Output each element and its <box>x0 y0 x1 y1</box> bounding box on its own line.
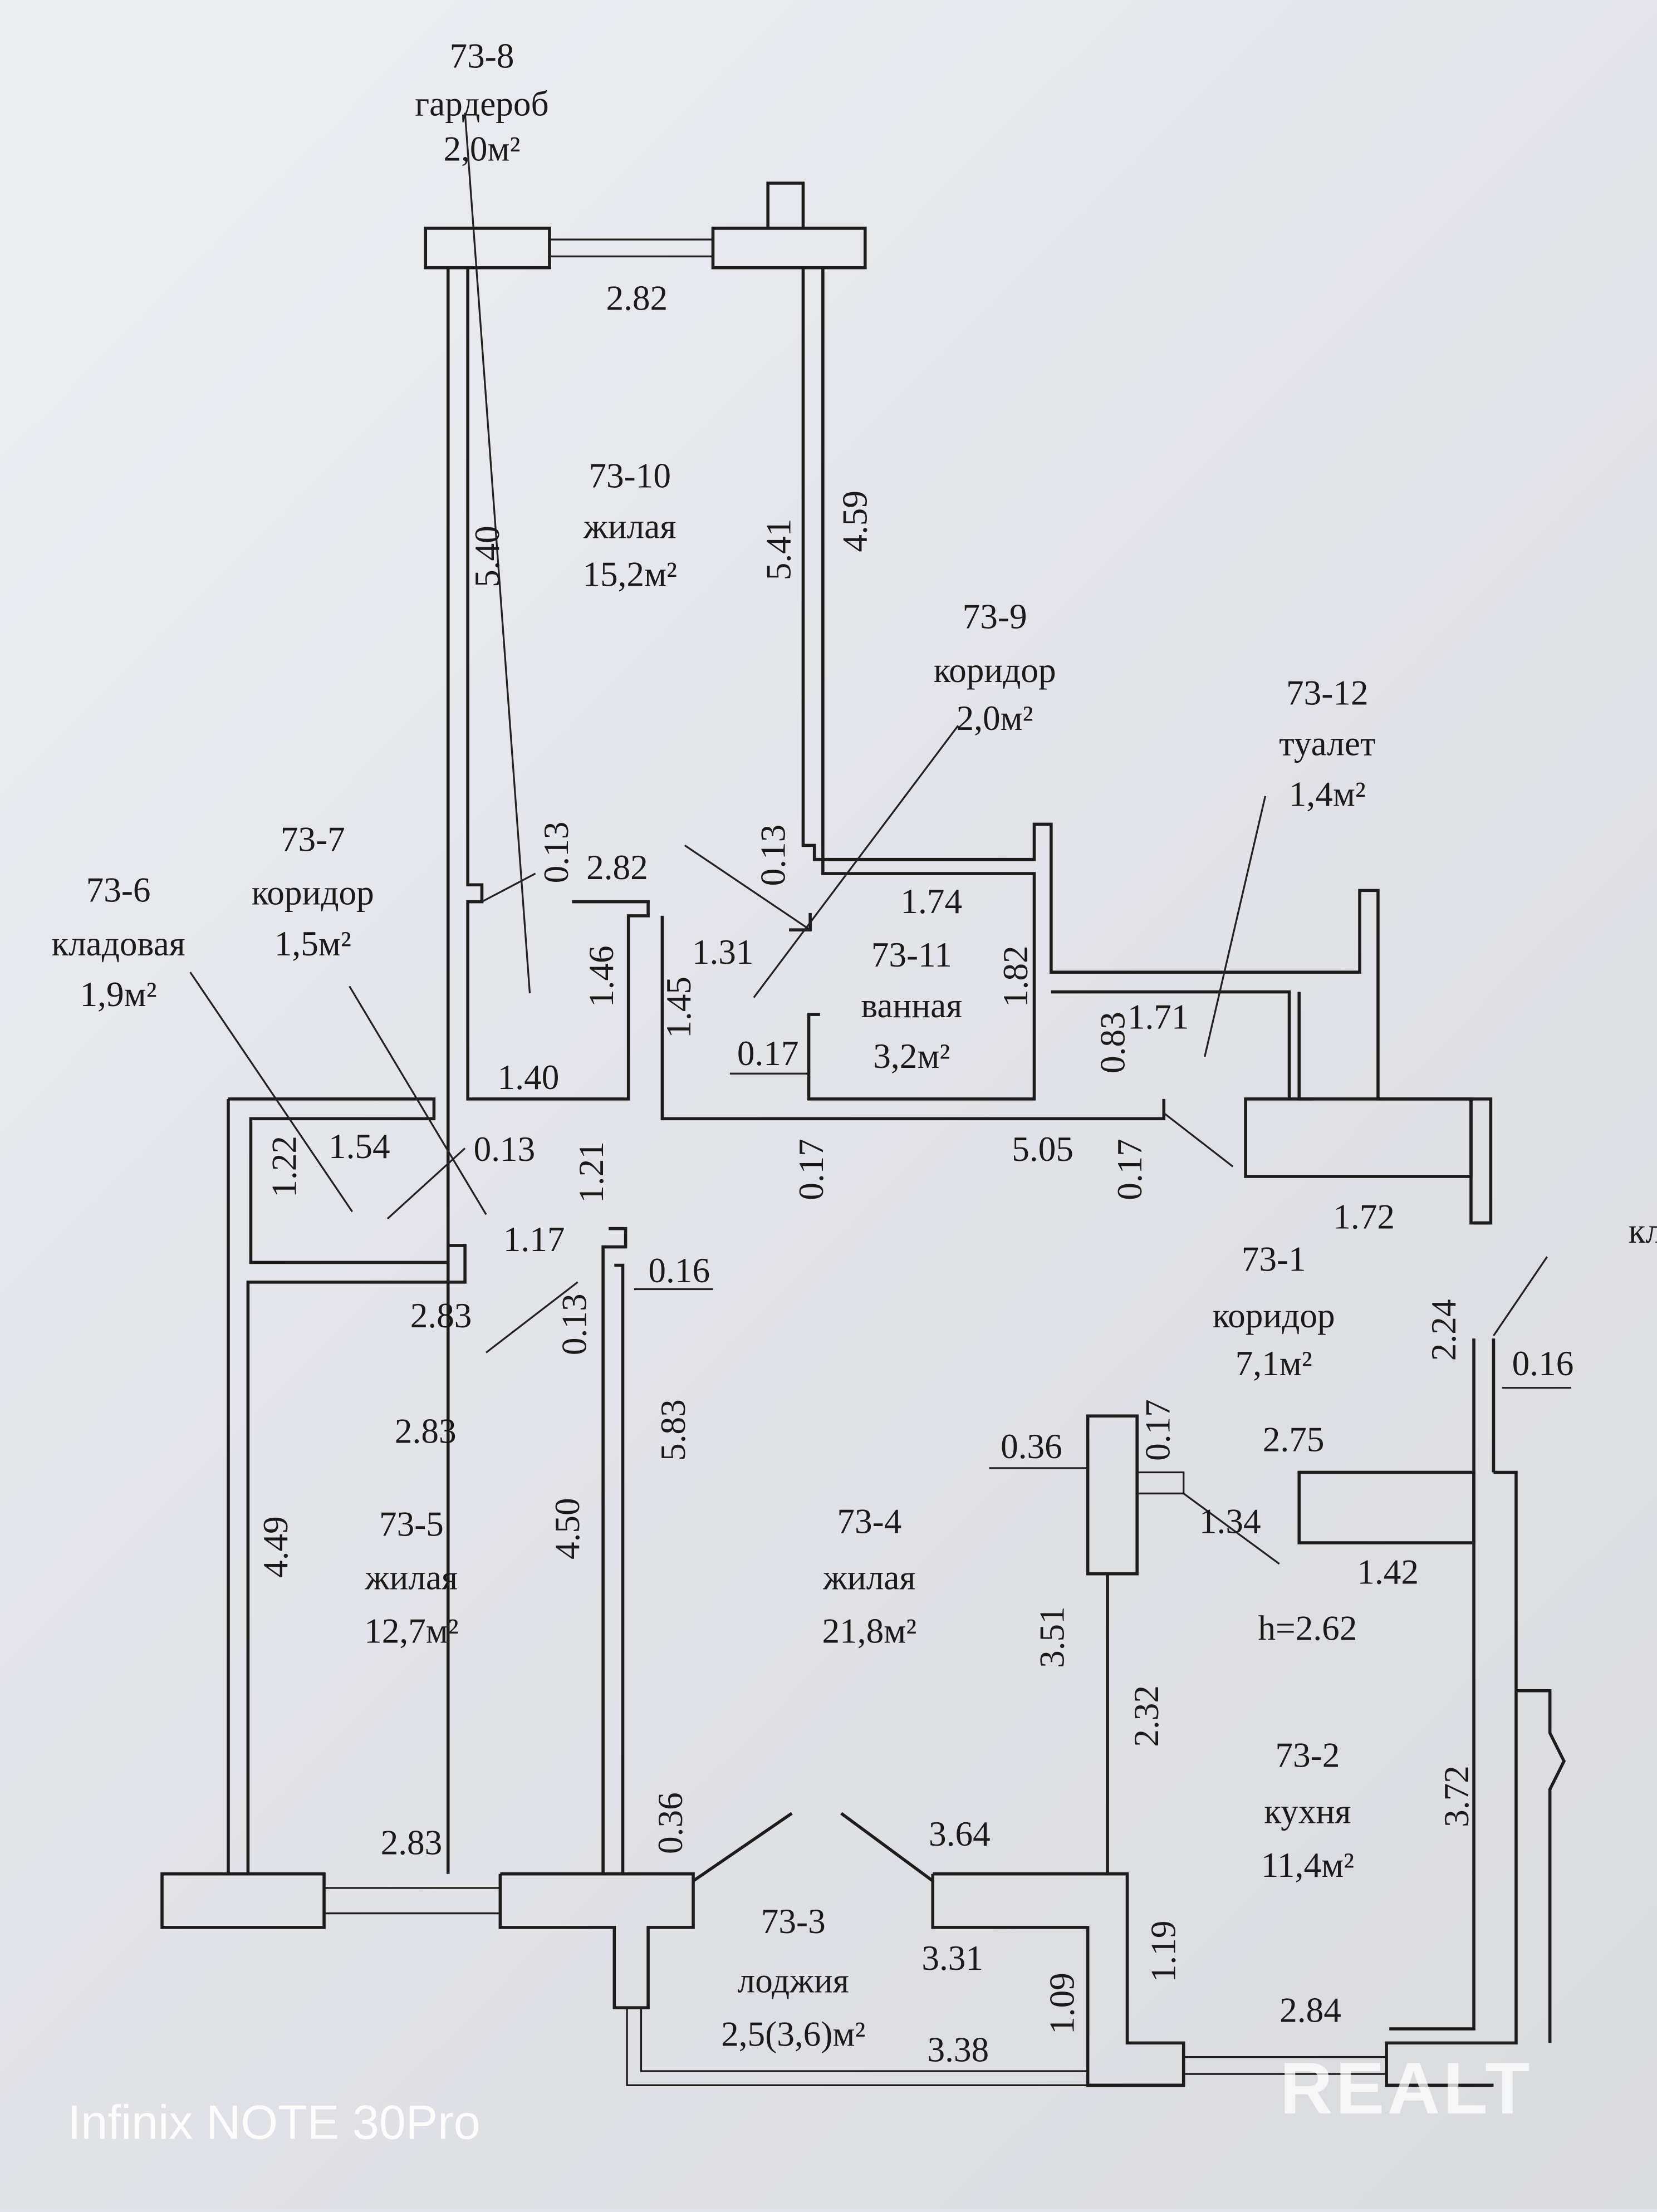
dimension: 0.36 <box>1001 1427 1062 1466</box>
dimension: 0.13 <box>555 1293 594 1355</box>
dimensions: 2.82 5.40 5.41 4.59 0.13 2.82 0.13 1.74 … <box>256 279 1573 2069</box>
dimension: 0.13 <box>474 1130 536 1169</box>
edge-text: кл <box>1629 1212 1657 1250</box>
room-73-1-name: коридор <box>1213 1296 1335 1335</box>
room-73-8-name: гардероб <box>415 85 549 124</box>
dimension: 1.72 <box>1333 1198 1395 1237</box>
dimension: 1.21 <box>572 1141 611 1203</box>
room-73-6-name: кладовая <box>51 924 185 963</box>
dimension: 1.42 <box>1357 1552 1419 1591</box>
dimension: 2.82 <box>606 279 668 318</box>
dimension: 2.83 <box>410 1296 472 1335</box>
dimension: 0.16 <box>648 1251 710 1290</box>
dimension: 2.83 <box>395 1411 457 1450</box>
dimension: 0.16 <box>1512 1344 1574 1383</box>
dimension: 0.36 <box>651 1792 690 1854</box>
dimension: 2.84 <box>1279 1990 1341 2029</box>
room-73-6-id: 73-6 <box>86 871 151 910</box>
room-73-10-name: жилая <box>583 507 676 546</box>
room-73-9-name: коридор <box>934 651 1056 690</box>
room-73-12-name: туалет <box>1279 724 1376 763</box>
dimension: 3.64 <box>929 1814 991 1853</box>
ceiling-height: h=2.62 <box>1258 1609 1357 1648</box>
room-73-11-area: 3,2м² <box>873 1037 950 1076</box>
walls <box>160 182 1566 2087</box>
room-73-10-id: 73-10 <box>589 457 671 496</box>
room-73-9-id: 73-9 <box>963 597 1027 636</box>
leader-lines <box>189 112 1571 1565</box>
room-73-3-id: 73-3 <box>761 1902 826 1941</box>
room-73-2-id: 73-2 <box>1275 1735 1340 1774</box>
room-73-12-id: 73-12 <box>1286 673 1369 712</box>
room-73-7-id: 73-7 <box>281 820 345 859</box>
dimension: 2.32 <box>1127 1685 1166 1747</box>
dimension: 1.34 <box>1199 1502 1261 1541</box>
room-73-7-name: коридор <box>252 874 374 913</box>
room-73-1-area: 7,1м² <box>1236 1344 1312 1383</box>
room-73-1-id: 73-1 <box>1242 1240 1306 1279</box>
dimension: 1.19 <box>1144 1921 1183 1983</box>
dimension: 3.72 <box>1437 1765 1476 1827</box>
dimension: 0.17 <box>1138 1399 1177 1461</box>
dimension: 1.74 <box>900 882 962 921</box>
room-73-11-name: ванная <box>861 986 962 1025</box>
dimension: 1.22 <box>264 1136 303 1198</box>
dimension: 3.38 <box>927 2030 989 2069</box>
dimension: 3.51 <box>1033 1606 1072 1668</box>
dimension: 0.13 <box>537 822 576 884</box>
room-73-2-area: 11,4м² <box>1261 1846 1354 1885</box>
dimension: 5.83 <box>654 1399 693 1461</box>
room-73-8-area: 2,0м² <box>443 129 520 168</box>
dimension: 4.49 <box>256 1516 295 1578</box>
room-73-4-name: жилая <box>822 1558 915 1597</box>
dimension: 0.17 <box>1110 1139 1149 1200</box>
room-73-10-area: 15,2м² <box>582 555 677 594</box>
dimension: 5.40 <box>468 526 507 587</box>
dimension: 0.17 <box>792 1139 831 1200</box>
room-73-6-area: 1,9м² <box>80 975 157 1014</box>
dimension: 1.40 <box>498 1058 560 1097</box>
room-73-2-name: кухня <box>1264 1792 1351 1831</box>
room-73-9-area: 2,0м² <box>957 699 1033 738</box>
dimension: 4.59 <box>835 491 874 552</box>
room-73-7-area: 1,5м² <box>274 924 351 963</box>
room-73-5-id: 73-5 <box>379 1504 444 1543</box>
dimension: 1.17 <box>503 1220 565 1259</box>
dimension: 3.31 <box>921 1939 983 1978</box>
dimension: 2.83 <box>381 1823 443 1862</box>
room-73-12-area: 1,4м² <box>1289 775 1366 814</box>
dimension: 1.54 <box>329 1127 390 1166</box>
watermarks: Infinix NOTE 30Pro REALT <box>67 2047 1533 2150</box>
dimension: 0.17 <box>737 1034 799 1073</box>
room-73-5-area: 12,7м² <box>364 1612 459 1651</box>
room-labels: 73-8 гардероб 2,0м² 73-10 жилая 15,2м² 7… <box>51 36 1657 2053</box>
room-73-5-name: жилая <box>365 1558 458 1597</box>
dimension: 1.46 <box>582 945 621 1007</box>
dimension: 0.83 <box>1093 1012 1132 1073</box>
dimension: 4.50 <box>548 1498 587 1559</box>
room-73-8-id: 73-8 <box>449 36 514 75</box>
dimension: 2.82 <box>586 848 648 887</box>
camera-watermark: Infinix NOTE 30Pro <box>67 2096 480 2149</box>
room-73-4-id: 73-4 <box>837 1502 901 1541</box>
dimension: 1.09 <box>1042 1973 1081 2034</box>
room-73-3-name: лоджия <box>738 1961 849 2000</box>
dimension: 2.24 <box>1424 1299 1463 1361</box>
dimension: 1.31 <box>692 933 754 972</box>
room-73-11-id: 73-11 <box>871 935 952 974</box>
room-73-4-area: 21,8м² <box>822 1612 917 1651</box>
realt-watermark: REALT <box>1280 2047 1533 2129</box>
dimension: 5.41 <box>759 519 798 581</box>
room-73-3-area: 2,5(3,6)м² <box>721 2014 865 2053</box>
dimension: 2.75 <box>1263 1420 1325 1459</box>
dimension: 5.05 <box>1012 1130 1073 1169</box>
dimension: 0.13 <box>754 825 793 886</box>
dimension: 1.45 <box>659 977 698 1038</box>
dimension: 1.82 <box>996 945 1035 1007</box>
dimension: 1.71 <box>1127 997 1189 1036</box>
